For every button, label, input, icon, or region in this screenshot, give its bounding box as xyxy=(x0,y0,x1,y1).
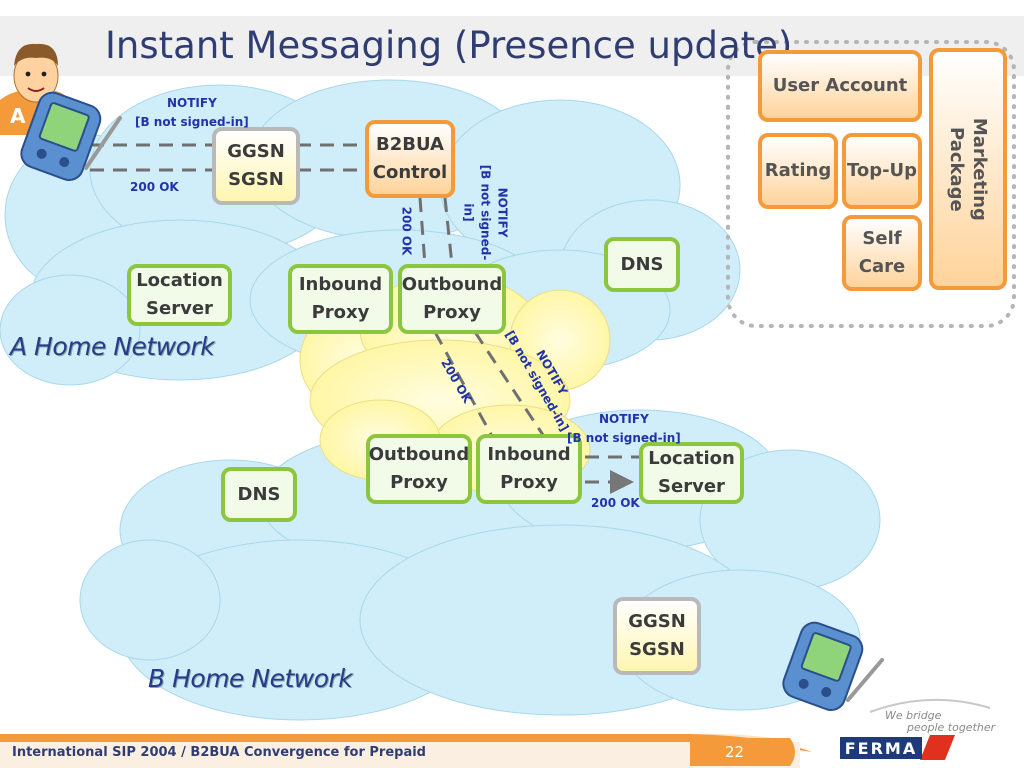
location-server-b-node: Location Server xyxy=(639,442,744,504)
marketing-package-module: Marketing Package xyxy=(929,48,1007,290)
inbound-proxy-b-node: Inbound Proxy xyxy=(476,434,582,504)
self-care-label: Self Care xyxy=(858,228,906,277)
rating-module: Rating xyxy=(758,133,838,209)
top-up-label: Top-Up xyxy=(846,160,918,182)
dns-b-label: DNS xyxy=(237,483,281,505)
prepaid-region xyxy=(726,40,1016,328)
outbound-proxy-b-node: Outbound Proxy xyxy=(366,434,472,504)
marketing-package-label: Marketing Package xyxy=(946,117,991,221)
page-number: 22 xyxy=(725,743,745,761)
slide-title: Instant Messaging (Presence update) xyxy=(105,24,793,67)
user-account-module: User Account xyxy=(758,50,922,122)
outbound-proxy-a-node: Outbound Proxy xyxy=(398,264,506,334)
pda-device-b xyxy=(782,621,864,711)
tagline-line2: people together xyxy=(907,721,996,734)
location-server-b-label: Location Server xyxy=(648,448,735,497)
inbound-proxy-a-node: Inbound Proxy xyxy=(288,264,393,334)
rating-label: Rating xyxy=(764,160,832,182)
pda-device-a xyxy=(20,91,102,181)
dns-a-label: DNS xyxy=(620,253,664,275)
notify-b2bua-label: NOTIFY [B not signed-in] xyxy=(461,164,510,261)
ok-a-label: 200 OK xyxy=(130,180,179,194)
ggsn-sgsn-a-node: GGSN SGSN xyxy=(212,127,300,205)
notify-b-line1: NOTIFY xyxy=(598,412,649,426)
inbound-proxy-a-label: Inbound Proxy xyxy=(298,274,383,323)
footer-text: International SIP 2004 / B2BUA Convergen… xyxy=(12,745,426,760)
inbound-proxy-b-label: Inbound Proxy xyxy=(487,444,571,493)
b2bua-control-node: B2BUA Control xyxy=(365,120,455,198)
top-up-module: Top-Up xyxy=(842,133,922,209)
location-server-a-node: Location Server xyxy=(127,264,232,326)
ok-b-label: 200 OK xyxy=(591,496,640,510)
ggsn-sgsn-b-node: GGSN SGSN xyxy=(613,597,701,675)
b-home-network-label: B Home Network xyxy=(148,664,353,693)
ferma-logo: FERMA xyxy=(840,737,922,759)
notify-b-label: NOTIFY [B not signed-in] xyxy=(567,410,681,448)
notify-a-line1: NOTIFY xyxy=(166,96,217,110)
notify-a-label: NOTIFY [B not signed-in] xyxy=(135,94,249,132)
outbound-proxy-b-label: Outbound Proxy xyxy=(368,444,470,493)
location-server-a-label: Location Server xyxy=(136,270,223,319)
a-home-network-label: A Home Network xyxy=(10,332,215,361)
dns-a-node: DNS xyxy=(604,237,680,292)
user-a-label: A xyxy=(10,104,26,128)
b2bua-control-label: B2BUA Control xyxy=(372,134,448,183)
outbound-proxy-a-label: Outbound Proxy xyxy=(401,274,503,323)
ggsn-sgsn-a-label: GGSN SGSN xyxy=(227,141,285,190)
notify-b-line2: [B not signed-in] xyxy=(567,431,681,445)
user-account-label: User Account xyxy=(772,75,908,97)
dns-b-node: DNS xyxy=(221,467,297,522)
ggsn-sgsn-b-label: GGSN SGSN xyxy=(628,611,686,660)
self-care-module: Self Care xyxy=(842,215,922,291)
notify-a-line2: [B not signed-in] xyxy=(135,115,249,129)
tagline-line1: We bridge xyxy=(885,709,942,722)
ok-b2bua-label: 200 OK xyxy=(399,206,414,256)
